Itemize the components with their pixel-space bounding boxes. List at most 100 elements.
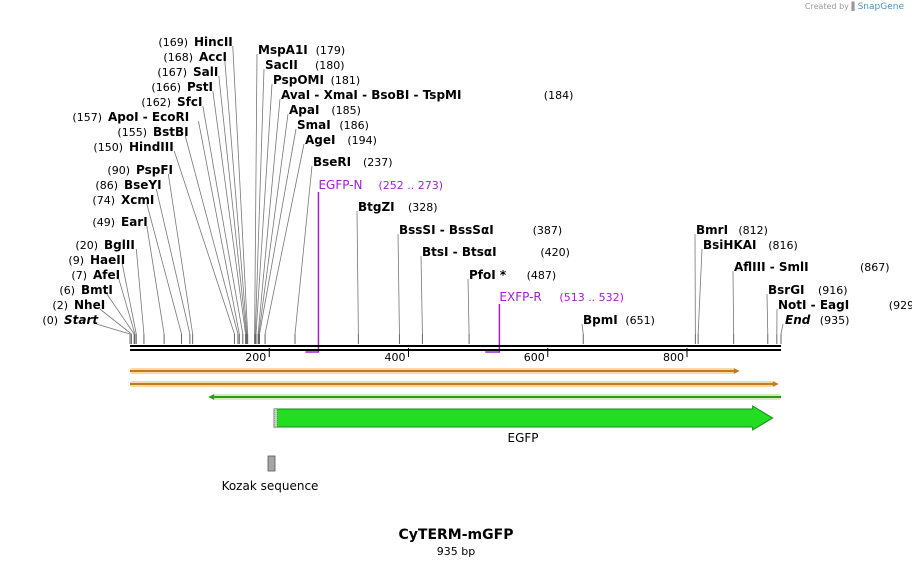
site-label-apoi-ecori: (157)ApoI - EcoRI [72, 110, 189, 124]
primer-exfp-r: EXFP-R (513 .. 532) [485, 290, 624, 353]
site-name: BpmI [583, 313, 618, 327]
orf-arrowhead [733, 368, 740, 374]
site-name: XcmI [121, 193, 154, 207]
site-label-bsihkai: (816)BsiHKAI [703, 238, 798, 252]
site-name: AgeI [305, 133, 335, 147]
site-position: (867) [860, 261, 890, 274]
site-position: (86) [95, 179, 118, 192]
site-leader-apoi-ecori [198, 120, 240, 335]
site-name: BglII [104, 238, 135, 252]
site-leader-end [780, 323, 784, 335]
site-name: MspA1I [258, 43, 308, 57]
site-position: (179) [316, 44, 346, 57]
tick-label: 200 [245, 351, 266, 364]
site-position: (184) [544, 89, 574, 102]
site-leader-bglii [135, 248, 145, 335]
site-label-agei: (194)AgeI [305, 133, 377, 147]
site-position: (6) [59, 284, 75, 297]
site-label-hindiii: (150)HindIII [93, 140, 173, 154]
site-leaders [96, 45, 784, 344]
site-position: (651) [625, 314, 655, 327]
site-label-sali: (167) SalI [157, 65, 218, 79]
site-name: SalI [193, 65, 218, 79]
feature-egfp-arrow [273, 405, 774, 431]
site-leader-xcmi [146, 203, 182, 335]
site-position: (20) [75, 239, 98, 252]
site-leader-sfci [202, 105, 244, 335]
site-position: (162) [141, 96, 171, 109]
site-position: (9) [68, 254, 84, 267]
site-position: (935) [820, 314, 850, 327]
site-position: (929) [889, 299, 912, 312]
site-name: BtsI - BtsαI [422, 245, 497, 259]
primer-name: EXFP-R [499, 290, 541, 304]
feature-kozak-box [267, 455, 276, 472]
site-label-afliii-smli: (867) AflIII - SmlI [734, 260, 890, 274]
backbone-strand-bottom [130, 349, 781, 351]
site-name: SfcI [177, 95, 202, 109]
site-position: (74) [92, 194, 115, 207]
site-label-psti: (166)PstI [151, 80, 213, 94]
site-label-btsi-bts-i: (420)BtsI - BtsαI [422, 245, 570, 259]
site-position: (2) [52, 299, 68, 312]
site-name: BsrGI [768, 283, 805, 297]
site-name: BmtI [81, 283, 113, 297]
primer-name: EGFP-N [318, 178, 362, 192]
site-name: PspFI [136, 163, 173, 177]
site-name: AfeI [93, 268, 120, 282]
site-leader-hindiii [173, 150, 235, 335]
site-label-haeii: (9)HaeII [68, 253, 125, 267]
site-label-avai-xmai-bsobi-tspmi: (184)AvaI - XmaI - BsoBI - TspMI [281, 88, 573, 102]
snapgene-credit: Created by ▌SnapGene [805, 2, 904, 12]
site-position: (237) [363, 156, 393, 169]
tick-label: 400 [385, 351, 406, 364]
site-position: (812) [738, 224, 768, 237]
site-position: (185) [331, 104, 361, 117]
site-leader-bmti [106, 293, 135, 335]
site-name: NheI [74, 298, 105, 312]
site-leader-bstbi [184, 135, 239, 335]
site-name: SmaI [297, 118, 331, 132]
orf-arrowhead [772, 381, 779, 387]
orf-arrow [208, 394, 781, 400]
snapgene-logo-icon: ▌ [851, 2, 858, 11]
site-leader-apai [258, 113, 289, 335]
site-leader-haeii [121, 263, 137, 335]
site-position: (169) [158, 36, 188, 49]
backbone-strand-top [130, 345, 781, 347]
site-name: SacII [265, 58, 298, 72]
site-position: (167) [157, 66, 187, 79]
site-label-bpmi: (651) BpmI [583, 313, 655, 327]
primer-range: (513 .. 532) [559, 291, 624, 304]
site-leader-mspa1i [254, 53, 258, 335]
site-name: ApoI - EcoRI [108, 110, 189, 124]
credit-brand: SnapGene [857, 2, 904, 12]
site-name: BssSI - BssSαI [399, 223, 494, 237]
site-name: PfoI * [469, 268, 507, 282]
site-name: ApaI [289, 103, 319, 117]
site-name: BseYI [124, 178, 162, 192]
tick-label: 600 [524, 351, 545, 364]
site-leader-agei [264, 143, 305, 335]
site-name: NotI - EagI [778, 298, 849, 312]
site-name: Start [64, 313, 99, 327]
site-name: BstBI [153, 125, 189, 139]
site-name: AccI [199, 50, 227, 64]
site-name: AflIII - SmlI [734, 260, 809, 274]
site-leader-hincii [232, 45, 249, 335]
site-leader-bseyi [155, 188, 191, 335]
primer-layer: EGFP-N (252 .. 273) EXFP-R (513 .. 532) [305, 178, 624, 353]
site-label-bseyi: (86) BseYI [95, 178, 161, 192]
site-label-pspomi: (181)PspOMI [273, 73, 360, 87]
site-name: BmrI [696, 223, 728, 237]
site-name: PstI [187, 80, 213, 94]
site-leader-sali [218, 75, 247, 335]
primer-range: (252 .. 273) [378, 179, 443, 192]
site-position: (916) [818, 284, 848, 297]
site-label-pspfi: (90)PspFI [107, 163, 173, 177]
site-leader-start [96, 323, 131, 335]
site-label-acci: (168)AccI [163, 50, 227, 64]
site-position: (155) [117, 126, 147, 139]
site-position: (487) [527, 269, 557, 282]
